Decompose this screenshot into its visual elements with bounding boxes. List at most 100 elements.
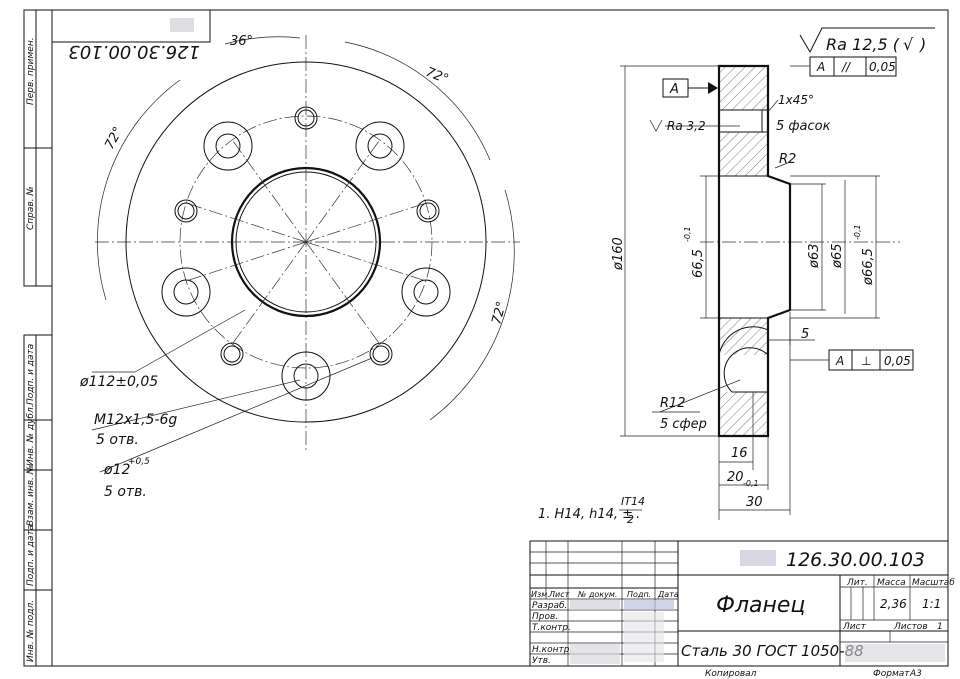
tech-note: 1. H14, h14, ± IT14 2 . — [538, 495, 645, 526]
hatch-top — [719, 66, 768, 110]
d665-left-label: 66,5 — [691, 249, 706, 278]
threaded-hole — [401, 267, 451, 317]
section-labels: Ra 12,5 ( √ ) A // 0,05 A 1x45° 5 фасок … — [611, 35, 926, 510]
format-label: Формат — [873, 669, 910, 679]
sign-blur-1 — [624, 600, 674, 610]
part-name: Фланец — [716, 593, 805, 618]
tol-top-value: 0,05 — [869, 60, 896, 74]
side-label-dubl: Инв. № дубл. — [26, 404, 36, 466]
hole-tol: +0,5 — [128, 457, 150, 467]
hatch-mid — [719, 132, 768, 176]
angle-arc-72-right — [429, 189, 515, 421]
kopiroval: Копировал — [705, 669, 757, 679]
lit-label: Лит. — [846, 578, 868, 588]
roughness-symbol — [799, 27, 935, 54]
sheet-label: Лист — [842, 622, 867, 632]
threaded-hole — [355, 121, 405, 171]
dim20-label: 20 — [727, 470, 744, 485]
r12-label: R12 — [660, 396, 686, 411]
d160-label: ø160 — [611, 237, 626, 271]
col-izm: Изм. — [531, 590, 550, 599]
small-hole — [416, 199, 440, 223]
material: Сталь 30 ГОСТ 1050-88 — [681, 642, 864, 660]
roughness-close: ) — [919, 35, 926, 54]
note-frac-den: 2 — [627, 513, 634, 526]
top-code-box: 126.30.00.103 — [51, 9, 211, 62]
angle-arc-72-top — [344, 41, 491, 161]
tol-bottom-datum: A — [835, 354, 844, 368]
sign-blur-2 — [624, 612, 664, 662]
top-view-labels: 36° 72° 72° 72° ø112±0,05 M12x1,5-6g 5 о… — [79, 34, 510, 500]
tol-frame-top — [809, 56, 897, 77]
title-block — [529, 540, 949, 667]
d63-label: ø63 — [807, 244, 822, 270]
datum-a-label: A — [669, 82, 679, 97]
small-hole — [220, 342, 244, 366]
angle-arc-36 — [224, 36, 301, 45]
tol-bottom-value: 0,05 — [884, 354, 911, 368]
mass-value: 2,36 — [880, 597, 907, 611]
threaded-hole — [203, 121, 253, 171]
angle-72-left-label: 72° — [102, 124, 126, 151]
threaded-holes — [161, 121, 451, 401]
small-hole — [369, 342, 393, 366]
note-text: 1. H14, h14, ± — [538, 507, 633, 522]
d665-right-tol: -0,1 — [853, 224, 862, 240]
angle-36-label: 36° — [230, 34, 253, 49]
side-label-podp1: Подп. и дата — [26, 344, 36, 405]
pcd-label: ø112±0,05 — [79, 374, 158, 390]
side-label-sprav: Справ. № — [26, 186, 36, 230]
small-holes — [174, 106, 440, 366]
title-code: 126.30.00.103 — [786, 549, 925, 571]
hole-count: 5 отв. — [104, 484, 147, 500]
scale-value: 1:1 — [922, 597, 941, 611]
flange-top-view — [91, 35, 520, 473]
small-hole — [174, 199, 198, 223]
d665-right-label: ø66,5 — [861, 248, 876, 286]
roughness-check: √ — [903, 35, 914, 54]
code-blur — [740, 550, 776, 566]
dim5-label: 5 — [801, 327, 809, 342]
d665-left-tol: -0,1 — [683, 226, 692, 242]
r2-label: R2 — [779, 152, 796, 167]
row-utv: Утв. — [532, 656, 551, 666]
col-data: Дата — [657, 590, 679, 599]
side-labels: Перв. примен. Справ. № Подп. и дата Инв.… — [26, 37, 36, 662]
name-blur-1 — [570, 600, 620, 610]
datum-a-box — [662, 78, 689, 98]
side-label-podp2: Подп. и дата — [26, 525, 36, 586]
sheets-value: 1 — [937, 622, 943, 632]
side-label-vzam: Взам. инв. № — [26, 465, 36, 526]
format-value: А3 — [909, 669, 922, 679]
tol-top-datum: A — [816, 60, 825, 74]
dim16-label: 16 — [731, 446, 748, 461]
top-code-blur — [170, 18, 194, 32]
row-prov: Пров. — [532, 612, 558, 622]
ra-small: Ra 3,2 — [667, 119, 706, 133]
thread-count: 5 отв. — [96, 432, 139, 448]
row-tkontr: Т.контр. — [532, 623, 571, 633]
tol-top-symbol: // — [841, 60, 852, 74]
roughness-main: Ra 12,5 ( — [826, 35, 900, 54]
note-dot: . — [636, 507, 640, 522]
thread-label: M12x1,5-6g — [94, 412, 177, 428]
tol-bottom-symbol: ⊥ — [861, 354, 871, 368]
name-blur-2 — [570, 644, 620, 664]
col-podp: Подп. — [627, 590, 651, 599]
col-doc: № докум. — [577, 590, 617, 599]
side-label-podl: Инв. № подл. — [26, 600, 36, 662]
dim30-label: 30 — [746, 495, 763, 510]
col-list: Лист — [548, 590, 570, 599]
leader-hole — [99, 357, 373, 473]
sheets-label: Листов — [893, 622, 928, 632]
row-razrab: Разраб. — [532, 601, 567, 611]
massa-label: Масса — [877, 578, 906, 588]
flange-section-view — [620, 27, 935, 520]
hole-label: ø12 — [103, 462, 130, 478]
leader-pcd — [134, 309, 246, 373]
angle-72-top-label: 72° — [424, 65, 451, 88]
angle-arc-72-left — [97, 79, 181, 301]
title-block-text: 126.30.00.103 Фланец Сталь 30 ГОСТ 1050-… — [531, 549, 955, 679]
threaded-hole — [161, 267, 211, 317]
